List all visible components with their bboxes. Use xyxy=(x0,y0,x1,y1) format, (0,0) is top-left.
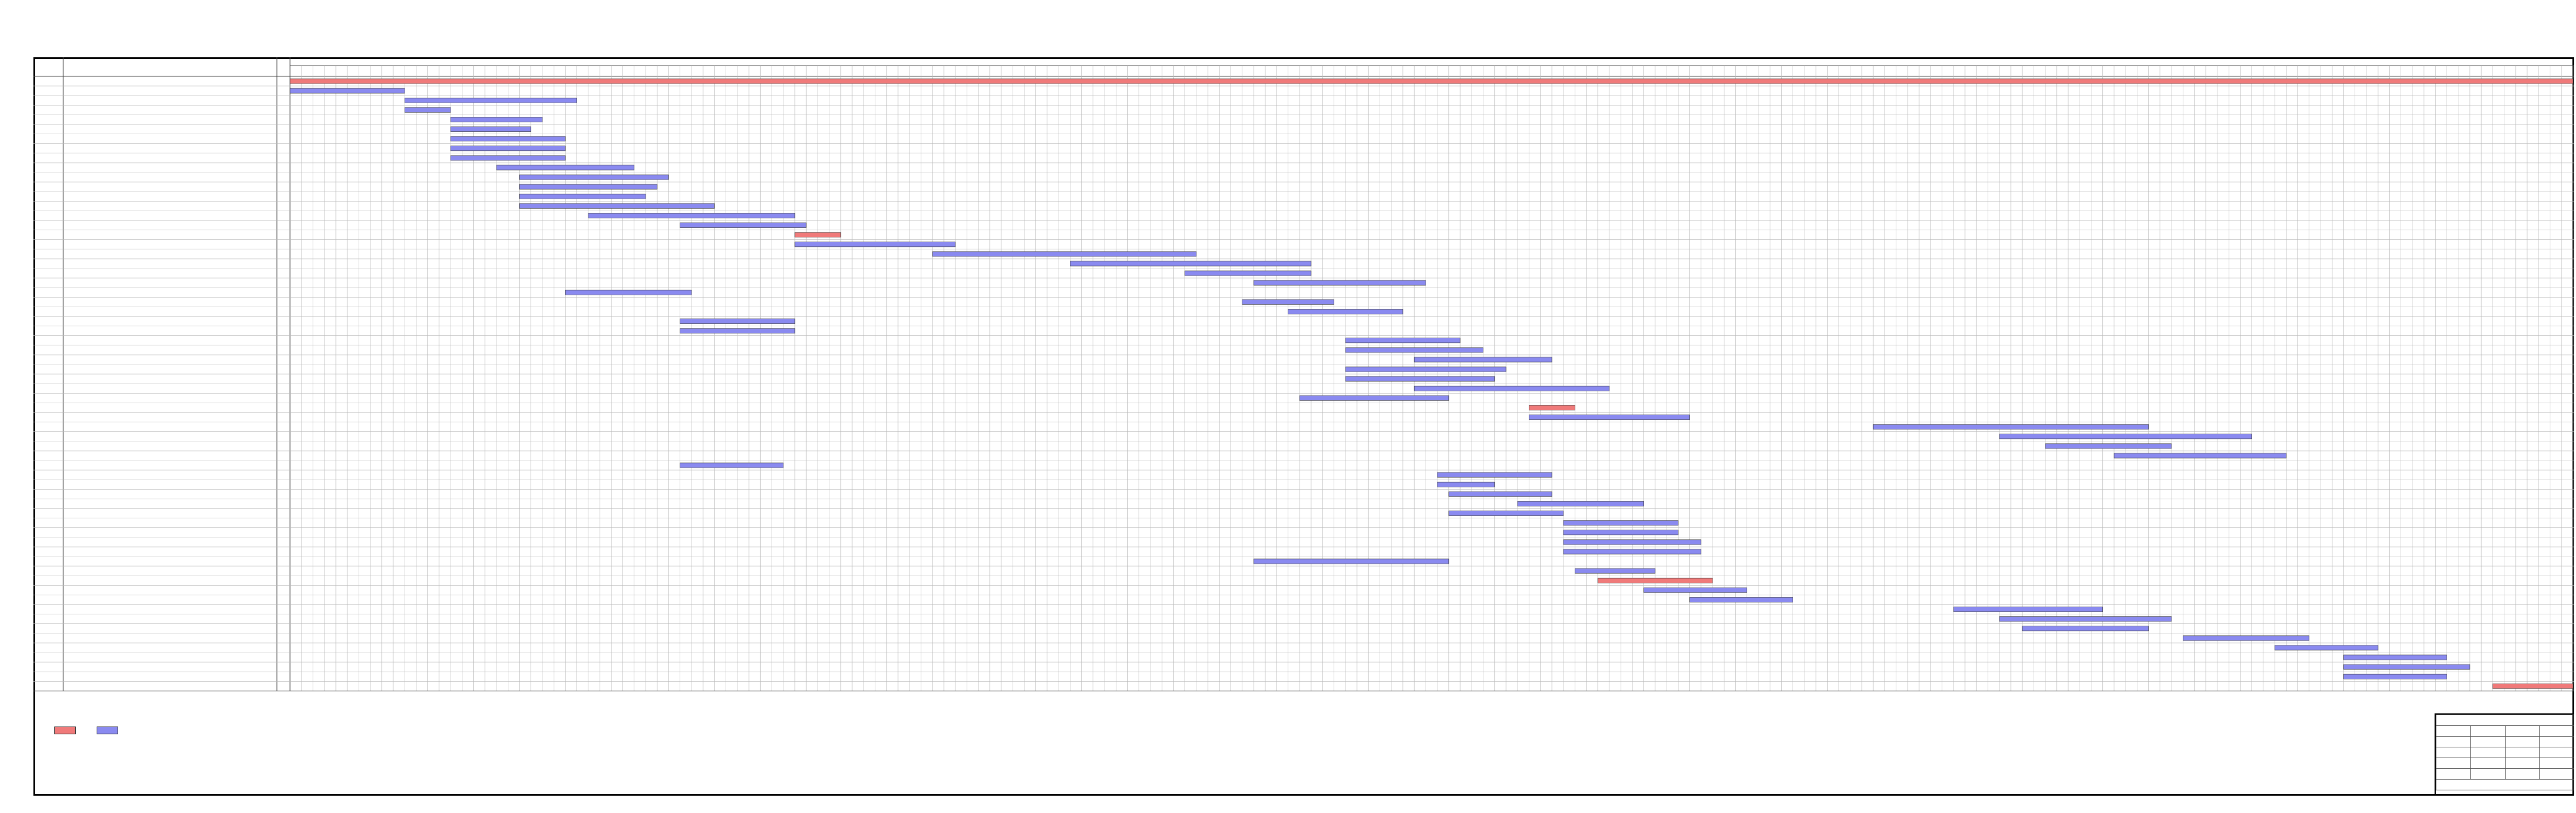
info-cell-v1 xyxy=(2470,747,2506,758)
info-cell-v2 xyxy=(2539,747,2574,758)
task-bar xyxy=(1299,395,1449,401)
info-footer xyxy=(2436,779,2574,790)
task-bar xyxy=(2343,673,2447,679)
task-bar xyxy=(450,126,532,132)
task-bar xyxy=(1872,424,2149,429)
task-bar xyxy=(1345,338,1461,344)
task-bar xyxy=(794,242,956,248)
info-cell-v1 xyxy=(2470,725,2506,737)
task-bar xyxy=(2183,635,2310,641)
task-bar xyxy=(932,251,1197,257)
info-cell-v2 xyxy=(2539,768,2574,780)
task-bar xyxy=(680,319,795,324)
task-bar xyxy=(1448,491,1553,497)
info-cell-v2 xyxy=(2539,758,2574,769)
task-bar xyxy=(1345,366,1507,372)
legend xyxy=(37,725,122,735)
task-bar xyxy=(1563,539,1702,545)
task-bar xyxy=(1414,385,1610,391)
task-bar xyxy=(588,213,795,218)
task-bar xyxy=(404,107,451,113)
info-title xyxy=(2436,715,2574,726)
task-bar xyxy=(450,146,566,152)
info-cell-k2 xyxy=(2504,747,2540,758)
task-bar xyxy=(1563,549,1702,555)
task-bar xyxy=(1643,587,1748,593)
info-row xyxy=(2436,768,2574,780)
task-bar xyxy=(1597,577,1713,583)
info-row xyxy=(2436,747,2574,758)
info-cell-k1 xyxy=(2436,747,2471,758)
legend-normal-swatch xyxy=(96,726,118,734)
info-cell-v2 xyxy=(2539,736,2574,747)
info-row xyxy=(2436,736,2574,747)
task-bar xyxy=(1253,558,1449,564)
task-bar xyxy=(1345,376,1495,382)
task-bar xyxy=(519,203,715,209)
task-bar xyxy=(2343,664,2470,670)
task-bar xyxy=(2343,654,2447,660)
task-bar xyxy=(1345,347,1483,353)
task-bar xyxy=(1563,520,1679,525)
task-bar xyxy=(2492,684,2574,689)
project-info-box xyxy=(2435,713,2574,796)
task-bar xyxy=(2022,626,2149,632)
legend-critical-swatch xyxy=(54,726,76,734)
task-bar xyxy=(1414,357,1553,363)
info-cell-k2 xyxy=(2504,736,2540,747)
task-bar xyxy=(1575,568,1656,574)
task-bar xyxy=(1953,607,2103,612)
task-bar xyxy=(519,174,669,180)
info-row xyxy=(2436,758,2574,769)
task-bar xyxy=(1288,309,1403,314)
task-bar xyxy=(519,193,646,199)
task-bar xyxy=(1242,299,1334,305)
task-bar xyxy=(450,155,566,161)
task-bar xyxy=(1253,280,1426,286)
task-bar xyxy=(496,165,635,171)
task-bar xyxy=(2274,645,2378,651)
task-bar xyxy=(1529,415,1690,420)
info-cell-v1 xyxy=(2470,768,2506,780)
info-cell-k2 xyxy=(2504,768,2540,780)
task-bar xyxy=(1529,405,1575,410)
task-bar xyxy=(565,289,692,295)
task-bar xyxy=(1184,270,1312,276)
task-bar xyxy=(289,88,405,94)
task-bar xyxy=(1999,434,2252,440)
task-bar xyxy=(680,462,784,468)
task-bar xyxy=(794,232,841,238)
task-bar xyxy=(404,97,577,103)
info-cell-v2 xyxy=(2539,725,2574,737)
task-bar xyxy=(1517,501,1644,506)
task-bar xyxy=(1448,511,1564,516)
info-row xyxy=(2436,725,2574,737)
task-bar xyxy=(1563,530,1679,536)
task-bar xyxy=(680,328,795,334)
task-bar xyxy=(289,78,2574,84)
task-bar xyxy=(2114,453,2287,459)
task-bar xyxy=(2045,443,2172,449)
task-bar xyxy=(1437,472,1553,478)
info-cell-k1 xyxy=(2436,768,2471,780)
gantt-chart xyxy=(33,57,2574,691)
task-bar xyxy=(450,117,543,122)
info-cell-v1 xyxy=(2470,758,2506,769)
task-bar xyxy=(1999,616,2172,622)
info-cell-k2 xyxy=(2504,758,2540,769)
task-bar xyxy=(680,222,807,228)
task-bar xyxy=(1070,261,1312,267)
info-cell-v1 xyxy=(2470,736,2506,747)
info-cell-k2 xyxy=(2504,725,2540,737)
info-cell-k1 xyxy=(2436,736,2471,747)
task-bar xyxy=(519,184,658,190)
info-cell-k1 xyxy=(2436,758,2471,769)
task-bar xyxy=(450,136,566,142)
info-cell-k1 xyxy=(2436,725,2471,737)
schedule-frame xyxy=(33,57,2574,796)
task-bar xyxy=(1437,481,1495,487)
task-bar xyxy=(1689,597,1793,602)
